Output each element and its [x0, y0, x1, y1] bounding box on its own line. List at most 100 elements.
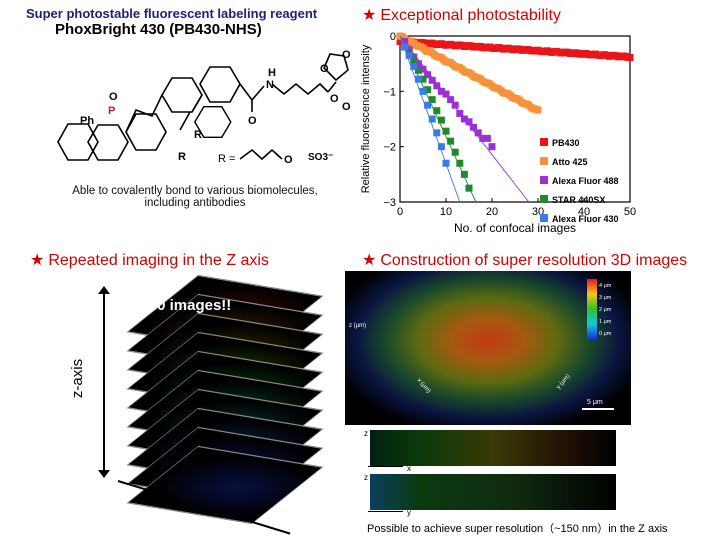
resolution-caption: Possible to achieve super resolution（~15…	[367, 523, 668, 535]
struct-p-label: P	[108, 105, 115, 117]
xz-z-label: z	[364, 429, 368, 438]
scale-bar	[582, 408, 614, 410]
subtitle: Super photostable fluorescent labeling r…	[26, 6, 318, 21]
legend-swatch	[540, 138, 548, 146]
data-point	[419, 75, 427, 83]
yz-z-label: z	[364, 473, 368, 482]
yz-section-image	[370, 474, 616, 510]
colorbar-tick-label: 2 μm	[599, 307, 612, 313]
struct-o-ether-label: O	[284, 154, 293, 166]
colorbar-tick-label: 3 μm	[599, 295, 612, 301]
struct-nh-label: H	[268, 67, 276, 79]
struct-r2-label: R	[178, 151, 186, 163]
z-axis-label: z-axis	[69, 358, 87, 399]
struct-o-ester-label: O	[320, 63, 329, 75]
data-point	[447, 137, 455, 145]
xz-section-image	[370, 430, 616, 466]
colorbar-labels: 4 μm 3 μm 2 μm 1 μm 0 μm	[599, 280, 611, 340]
data-point	[410, 57, 418, 65]
star-icon: ★	[30, 252, 45, 269]
page-title: PhoxBright 430 (PB430-NHS)	[55, 21, 262, 38]
data-point	[433, 129, 441, 137]
caption-line-2: including antibodies	[144, 197, 246, 209]
xz-x-label: x	[407, 464, 411, 473]
z-axis-arrow	[103, 292, 105, 472]
data-point	[447, 96, 455, 104]
x-axis-label: No. of confocal images	[454, 221, 576, 235]
struct-r1-label: R	[194, 129, 202, 141]
data-point	[534, 106, 542, 114]
legend-label: Atto 425	[552, 157, 588, 167]
data-point	[460, 115, 468, 123]
legend-label: STAR 440SX	[552, 195, 605, 205]
arrow-head-down-icon	[98, 470, 110, 478]
data-point	[433, 82, 441, 90]
yz-y-label: y	[407, 508, 411, 517]
section-title-text: Exceptional photostability	[380, 7, 561, 24]
colorbar-tick-label: 4 μm	[599, 283, 612, 289]
struct-ph-label: Ph	[80, 115, 94, 127]
colorbar-tick-label: 0 μm	[599, 331, 612, 337]
struct-o-amide-label: O	[248, 115, 257, 127]
data-point	[419, 87, 427, 95]
data-point	[465, 118, 473, 126]
x-tick-label: 20	[486, 206, 498, 218]
structure-caption: Able to covalently bond to various biomo…	[60, 185, 330, 209]
data-point	[456, 159, 464, 167]
struct-so3-label: SO3⁻	[308, 152, 333, 163]
data-point	[428, 76, 436, 84]
section-title-photostability: ★Exceptional photostability	[362, 5, 561, 25]
x-tick-label: 50	[624, 206, 636, 218]
y-tick-label: −2	[383, 142, 396, 154]
data-point	[428, 115, 436, 123]
image-count-badge: >80 images!!	[140, 297, 232, 314]
section-title-text: Repeated imaging in the Z axis	[48, 252, 269, 269]
section-title-construction: ★Construction of super resolution 3D ima…	[362, 250, 687, 270]
data-point	[474, 129, 482, 137]
z-stack-illustration	[95, 274, 324, 525]
data-point	[460, 170, 468, 178]
colorbar	[587, 279, 597, 339]
data-point	[414, 75, 422, 83]
data-point	[437, 143, 445, 151]
y-tick-label: 0	[390, 31, 396, 43]
scale-bar-label: 5 μm	[587, 399, 603, 406]
y-arrow	[368, 511, 403, 512]
struct-o-link-label: O	[330, 93, 339, 105]
data-point	[405, 51, 413, 59]
data-point	[437, 87, 445, 95]
data-point	[433, 107, 441, 115]
x-tick-label: 0	[397, 206, 403, 218]
data-point	[442, 159, 450, 167]
y-tick-label: −3	[383, 197, 396, 209]
data-point	[451, 148, 459, 156]
data-point	[410, 53, 418, 61]
data-point	[456, 109, 464, 117]
legend-swatch	[540, 176, 548, 184]
colorbar-tick-label: 1 μm	[599, 319, 612, 325]
data-point	[437, 116, 445, 124]
star-icon: ★	[362, 7, 377, 24]
struct-o-label: O	[109, 91, 118, 103]
data-point	[419, 65, 427, 73]
data-point	[626, 54, 634, 62]
section-title-repeated: ★Repeated imaging in the Z axis	[30, 250, 269, 270]
plot-frame	[399, 35, 631, 203]
legend-swatch	[540, 157, 548, 165]
data-point	[470, 123, 478, 131]
y-tick-label: −1	[383, 86, 396, 98]
r-definition-label: R =	[218, 153, 235, 165]
star-icon: ★	[362, 252, 377, 269]
caption-line-1: Able to covalently bond to various biomo…	[72, 185, 318, 197]
struct-n-amide-label: N	[266, 79, 274, 91]
data-point	[414, 66, 422, 74]
y-axis-label: Relative fluorescence intensity	[360, 44, 372, 193]
data-point	[414, 60, 422, 68]
legend-swatch	[540, 214, 548, 222]
data-point	[401, 38, 409, 46]
legend-label: Alexa Fluor 488	[552, 176, 619, 186]
data-point	[410, 62, 418, 70]
x-tick-label: 10	[440, 206, 452, 218]
